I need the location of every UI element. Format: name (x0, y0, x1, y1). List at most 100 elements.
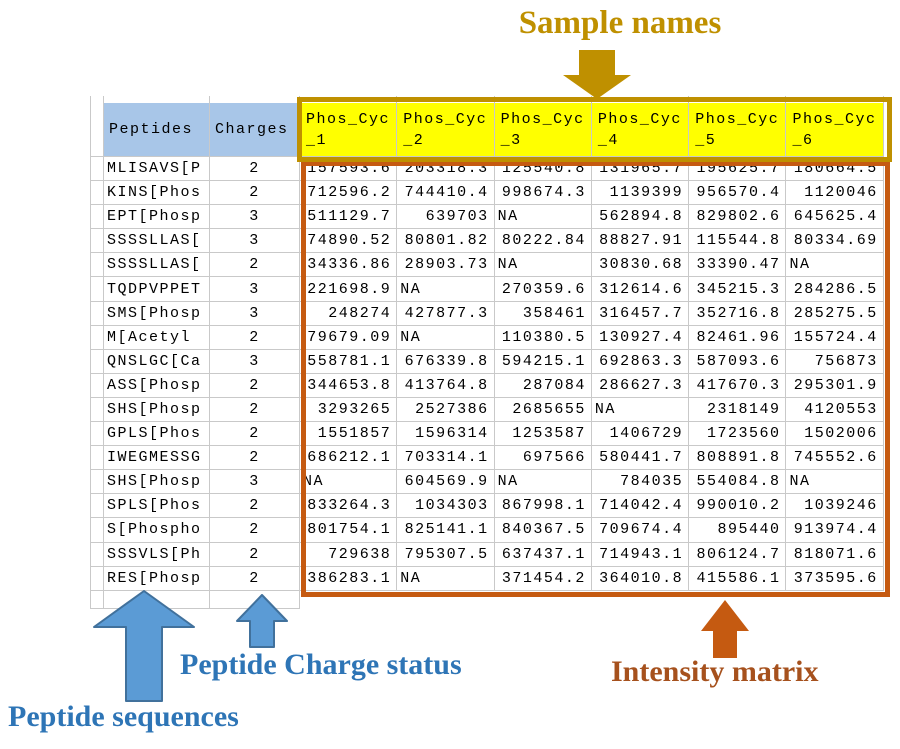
intensity-value-cell[interactable]: 2685655 (494, 397, 592, 423)
grid-cell[interactable] (90, 325, 104, 350)
charges-column-header[interactable]: Charges (210, 103, 300, 157)
intensity-value-cell[interactable]: 587093.6 (689, 349, 787, 374)
intensity-value-cell[interactable]: 1596314 (397, 422, 495, 447)
intensity-value-cell[interactable]: 867998.1 (494, 494, 592, 519)
intensity-value-cell[interactable]: 82461.96 (689, 325, 787, 350)
intensity-value-cell[interactable]: 295301.9 (786, 373, 884, 398)
peptides-column-header[interactable]: Peptides (104, 103, 210, 157)
grid-cell[interactable] (90, 373, 104, 398)
peptide-cell[interactable]: SSSSLLAS[ (104, 229, 210, 254)
grid-cell[interactable] (90, 157, 104, 182)
intensity-value-cell[interactable]: 703314.1 (397, 446, 495, 471)
charge-cell[interactable]: 3 (210, 349, 300, 374)
intensity-value-cell[interactable]: 2318149 (689, 397, 787, 423)
intensity-value-cell[interactable]: 808891.8 (689, 446, 787, 471)
sample-name-header[interactable]: Phos_Cyc_3 (494, 103, 592, 157)
intensity-value-cell[interactable]: NA (397, 277, 495, 302)
intensity-value-cell[interactable]: 712596.2 (300, 181, 398, 206)
intensity-value-cell[interactable]: 895440 (689, 518, 787, 543)
intensity-value-cell[interactable]: 344653.8 (300, 373, 398, 398)
charge-cell[interactable]: 2 (210, 566, 300, 591)
peptide-cell[interactable]: IWEGMESSG (104, 446, 210, 471)
grid-cell[interactable] (90, 349, 104, 374)
intensity-value-cell[interactable]: 801754.1 (300, 518, 398, 543)
intensity-value-cell[interactable]: 511129.7 (300, 205, 398, 230)
peptide-cell[interactable]: ASS[Phosp (104, 373, 210, 398)
grid-cell[interactable] (90, 181, 104, 206)
charge-cell[interactable]: 2 (210, 373, 300, 398)
intensity-value-cell[interactable]: 692863.3 (591, 349, 690, 374)
charge-cell[interactable]: 2 (210, 422, 300, 447)
intensity-value-cell[interactable]: 80801.82 (397, 229, 495, 254)
intensity-value-cell[interactable]: 386283.1 (300, 566, 398, 591)
intensity-value-cell[interactable]: 286627.3 (591, 373, 690, 398)
sample-name-header[interactable]: Phos_Cyc_1 (300, 103, 398, 157)
intensity-value-cell[interactable]: 80222.84 (494, 229, 592, 254)
intensity-value-cell[interactable]: 1039246 (786, 494, 884, 519)
intensity-value-cell[interactable]: 345215.3 (689, 277, 787, 302)
intensity-value-cell[interactable]: 1253587 (494, 422, 592, 447)
intensity-value-cell[interactable]: 287084 (494, 373, 592, 398)
intensity-value-cell[interactable]: 745552.6 (786, 446, 884, 471)
intensity-value-cell[interactable]: 686212.1 (300, 446, 398, 471)
grid-cell[interactable] (90, 542, 104, 567)
charge-cell[interactable]: 2 (210, 518, 300, 543)
intensity-value-cell[interactable]: 130927.4 (591, 325, 690, 350)
intensity-value-cell[interactable]: 270359.6 (494, 277, 592, 302)
charge-cell[interactable]: 3 (210, 277, 300, 302)
charge-cell[interactable]: 2 (210, 157, 300, 182)
peptide-cell[interactable]: EPT[Phosp (104, 205, 210, 230)
intensity-value-cell[interactable]: 1120046 (786, 181, 884, 206)
intensity-value-cell[interactable]: 352716.8 (689, 301, 787, 326)
charge-cell[interactable]: 2 (210, 446, 300, 471)
charge-cell[interactable]: 2 (210, 253, 300, 278)
intensity-value-cell[interactable]: 580441.7 (591, 446, 690, 471)
intensity-value-cell[interactable]: 4120553 (786, 397, 884, 423)
intensity-value-cell[interactable]: 1551857 (300, 422, 398, 447)
intensity-value-cell[interactable]: 1723560 (689, 422, 787, 447)
intensity-value-cell[interactable]: 709674.4 (591, 518, 690, 543)
intensity-value-cell[interactable]: 285275.5 (786, 301, 884, 326)
intensity-value-cell[interactable]: 79679.09 (300, 325, 398, 350)
intensity-value-cell[interactable]: 33390.47 (689, 253, 787, 278)
intensity-value-cell[interactable]: 316457.7 (591, 301, 690, 326)
peptide-cell[interactable]: TQDPVPPET (104, 277, 210, 302)
intensity-value-cell[interactable]: NA (494, 253, 592, 278)
intensity-value-cell[interactable]: 74890.52 (300, 229, 398, 254)
intensity-value-cell[interactable]: 34336.86 (300, 253, 398, 278)
intensity-value-cell[interactable]: 373595.6 (786, 566, 884, 591)
intensity-value-cell[interactable]: 756873 (786, 349, 884, 374)
peptide-cell[interactable]: M[Acetyl (104, 325, 210, 350)
intensity-value-cell[interactable]: 364010.8 (591, 566, 690, 591)
grid-cell[interactable] (90, 590, 104, 609)
intensity-value-cell[interactable]: 558781.1 (300, 349, 398, 374)
intensity-value-cell[interactable]: 80334.69 (786, 229, 884, 254)
grid-cell[interactable] (90, 103, 104, 157)
sample-name-header[interactable]: Phos_Cyc_6 (786, 103, 884, 157)
peptide-cell[interactable]: SSSSLLAS[ (104, 253, 210, 278)
peptide-cell[interactable]: SSSVLS[Ph (104, 542, 210, 567)
peptide-cell[interactable]: MLISAVS[P (104, 157, 210, 182)
grid-cell[interactable] (90, 253, 104, 278)
peptide-cell[interactable]: S[Phospho (104, 518, 210, 543)
intensity-value-cell[interactable]: 594215.1 (494, 349, 592, 374)
intensity-value-cell[interactable]: 840367.5 (494, 518, 592, 543)
intensity-value-cell[interactable]: 829802.6 (689, 205, 787, 230)
intensity-value-cell[interactable]: 645625.4 (786, 205, 884, 230)
sample-name-header[interactable]: Phos_Cyc_2 (397, 103, 495, 157)
charge-cell[interactable]: 2 (210, 494, 300, 519)
intensity-value-cell[interactable]: 697566 (494, 446, 592, 471)
intensity-value-cell[interactable]: 1139399 (591, 181, 690, 206)
intensity-value-cell[interactable]: NA (397, 566, 495, 591)
charge-cell[interactable]: 2 (210, 542, 300, 567)
intensity-value-cell[interactable]: 990010.2 (689, 494, 787, 519)
grid-cell[interactable] (90, 446, 104, 471)
peptide-cell[interactable]: SMS[Phosp (104, 301, 210, 326)
charge-cell[interactable]: 2 (210, 181, 300, 206)
intensity-value-cell[interactable]: 806124.7 (689, 542, 787, 567)
intensity-value-cell[interactable]: 729638 (300, 542, 398, 567)
peptide-cell[interactable]: QNSLGC[Ca (104, 349, 210, 374)
intensity-value-cell[interactable]: 744410.4 (397, 181, 495, 206)
intensity-value-cell[interactable]: 833264.3 (300, 494, 398, 519)
grid-cell[interactable] (90, 470, 104, 495)
